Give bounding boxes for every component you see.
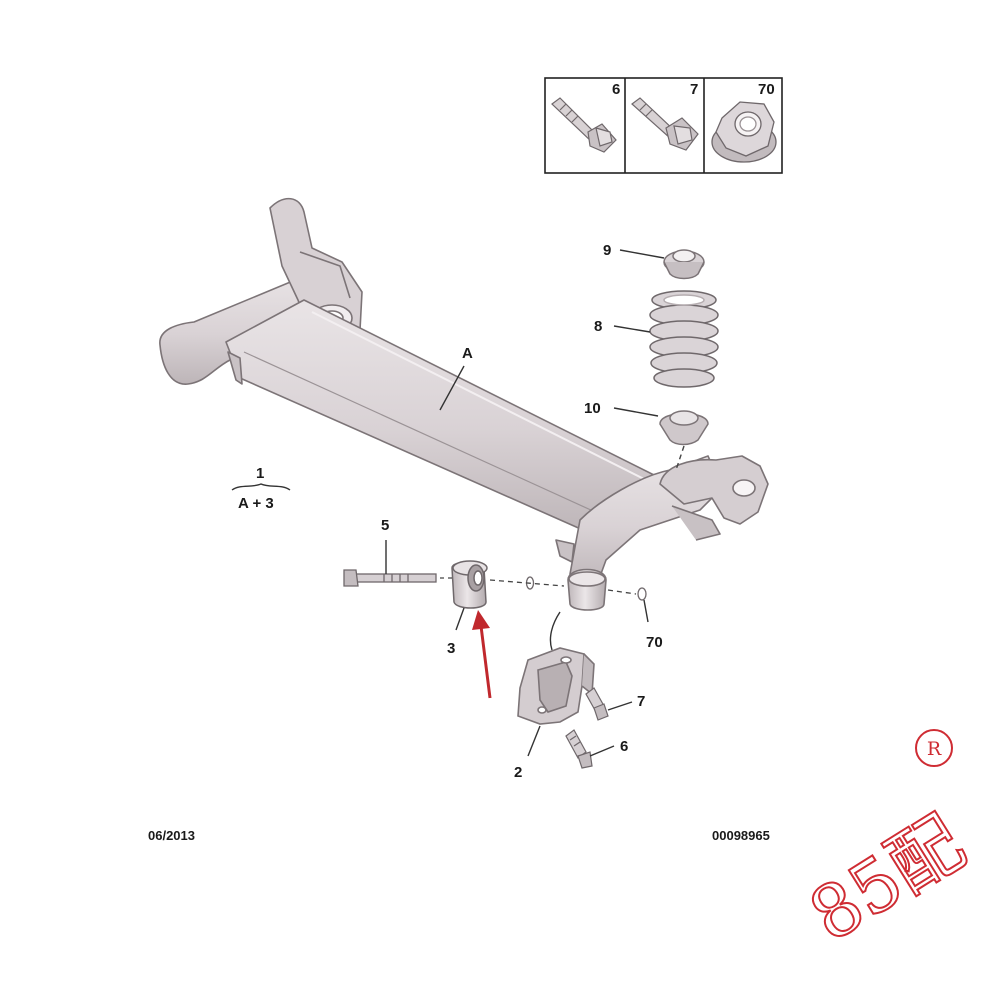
callout-3: 3 <box>447 640 455 657</box>
highlight-arrow <box>472 610 492 699</box>
callout-2: 2 <box>514 764 522 781</box>
bracket-bolt-6 <box>565 729 593 769</box>
upper-spring-seat <box>663 249 705 280</box>
registered-mark-circle <box>915 729 953 767</box>
leader-10 <box>613 407 659 417</box>
assembly-note: 1 A + 3 <box>231 465 291 512</box>
rear-axle-beam <box>159 197 769 587</box>
bolt-icon <box>631 97 699 151</box>
leader-9 <box>619 249 665 259</box>
legend-label-7: 7 <box>690 81 698 98</box>
registered-mark: R <box>927 738 942 760</box>
silent-block-bushing <box>451 560 488 609</box>
callout-9: 9 <box>603 242 611 259</box>
legend-label-6: 6 <box>612 81 620 98</box>
leader-6 <box>589 745 615 757</box>
lower-spring-seat <box>659 410 709 446</box>
leader-a <box>439 365 465 411</box>
axle-bushing-eye <box>567 568 607 611</box>
date-code: 06/2013 <box>148 828 195 843</box>
leader-8 <box>613 325 651 333</box>
assembly-brace <box>231 483 291 491</box>
pivot-bolt <box>343 569 437 587</box>
callout-a: A <box>462 345 473 362</box>
bracket-bolt-7 <box>585 687 609 721</box>
callout-70: 70 <box>646 634 663 651</box>
leader-7 <box>607 701 633 711</box>
assembly-number: 1 <box>256 465 264 482</box>
bracket-link-line <box>549 611 561 651</box>
assembly-formula: A + 3 <box>238 495 274 512</box>
callout-8: 8 <box>594 318 602 335</box>
leader-2 <box>527 725 541 757</box>
callout-5: 5 <box>381 517 389 534</box>
watermark-text: 85配 <box>795 800 978 958</box>
fastener-legend-box: 6 7 70 <box>544 77 783 174</box>
spring-axis-line <box>675 445 685 471</box>
bolt-axis-line-2 <box>489 579 565 587</box>
leader-70 <box>643 599 649 623</box>
bolt-icon <box>551 97 617 153</box>
leader-3 <box>455 607 465 631</box>
callout-6: 6 <box>620 738 628 755</box>
bolt-axis-line-3 <box>607 589 637 595</box>
callout-10: 10 <box>584 400 601 417</box>
flange-nut-icon <box>711 101 777 163</box>
callout-7: 7 <box>637 693 645 710</box>
watermark-logo: 85配 R <box>794 729 979 959</box>
diagram-number: 00098965 <box>712 828 770 843</box>
mounting-bracket <box>517 647 595 725</box>
coil-spring <box>649 290 719 388</box>
legend-label-70: 70 <box>758 81 775 98</box>
nut <box>637 587 647 601</box>
